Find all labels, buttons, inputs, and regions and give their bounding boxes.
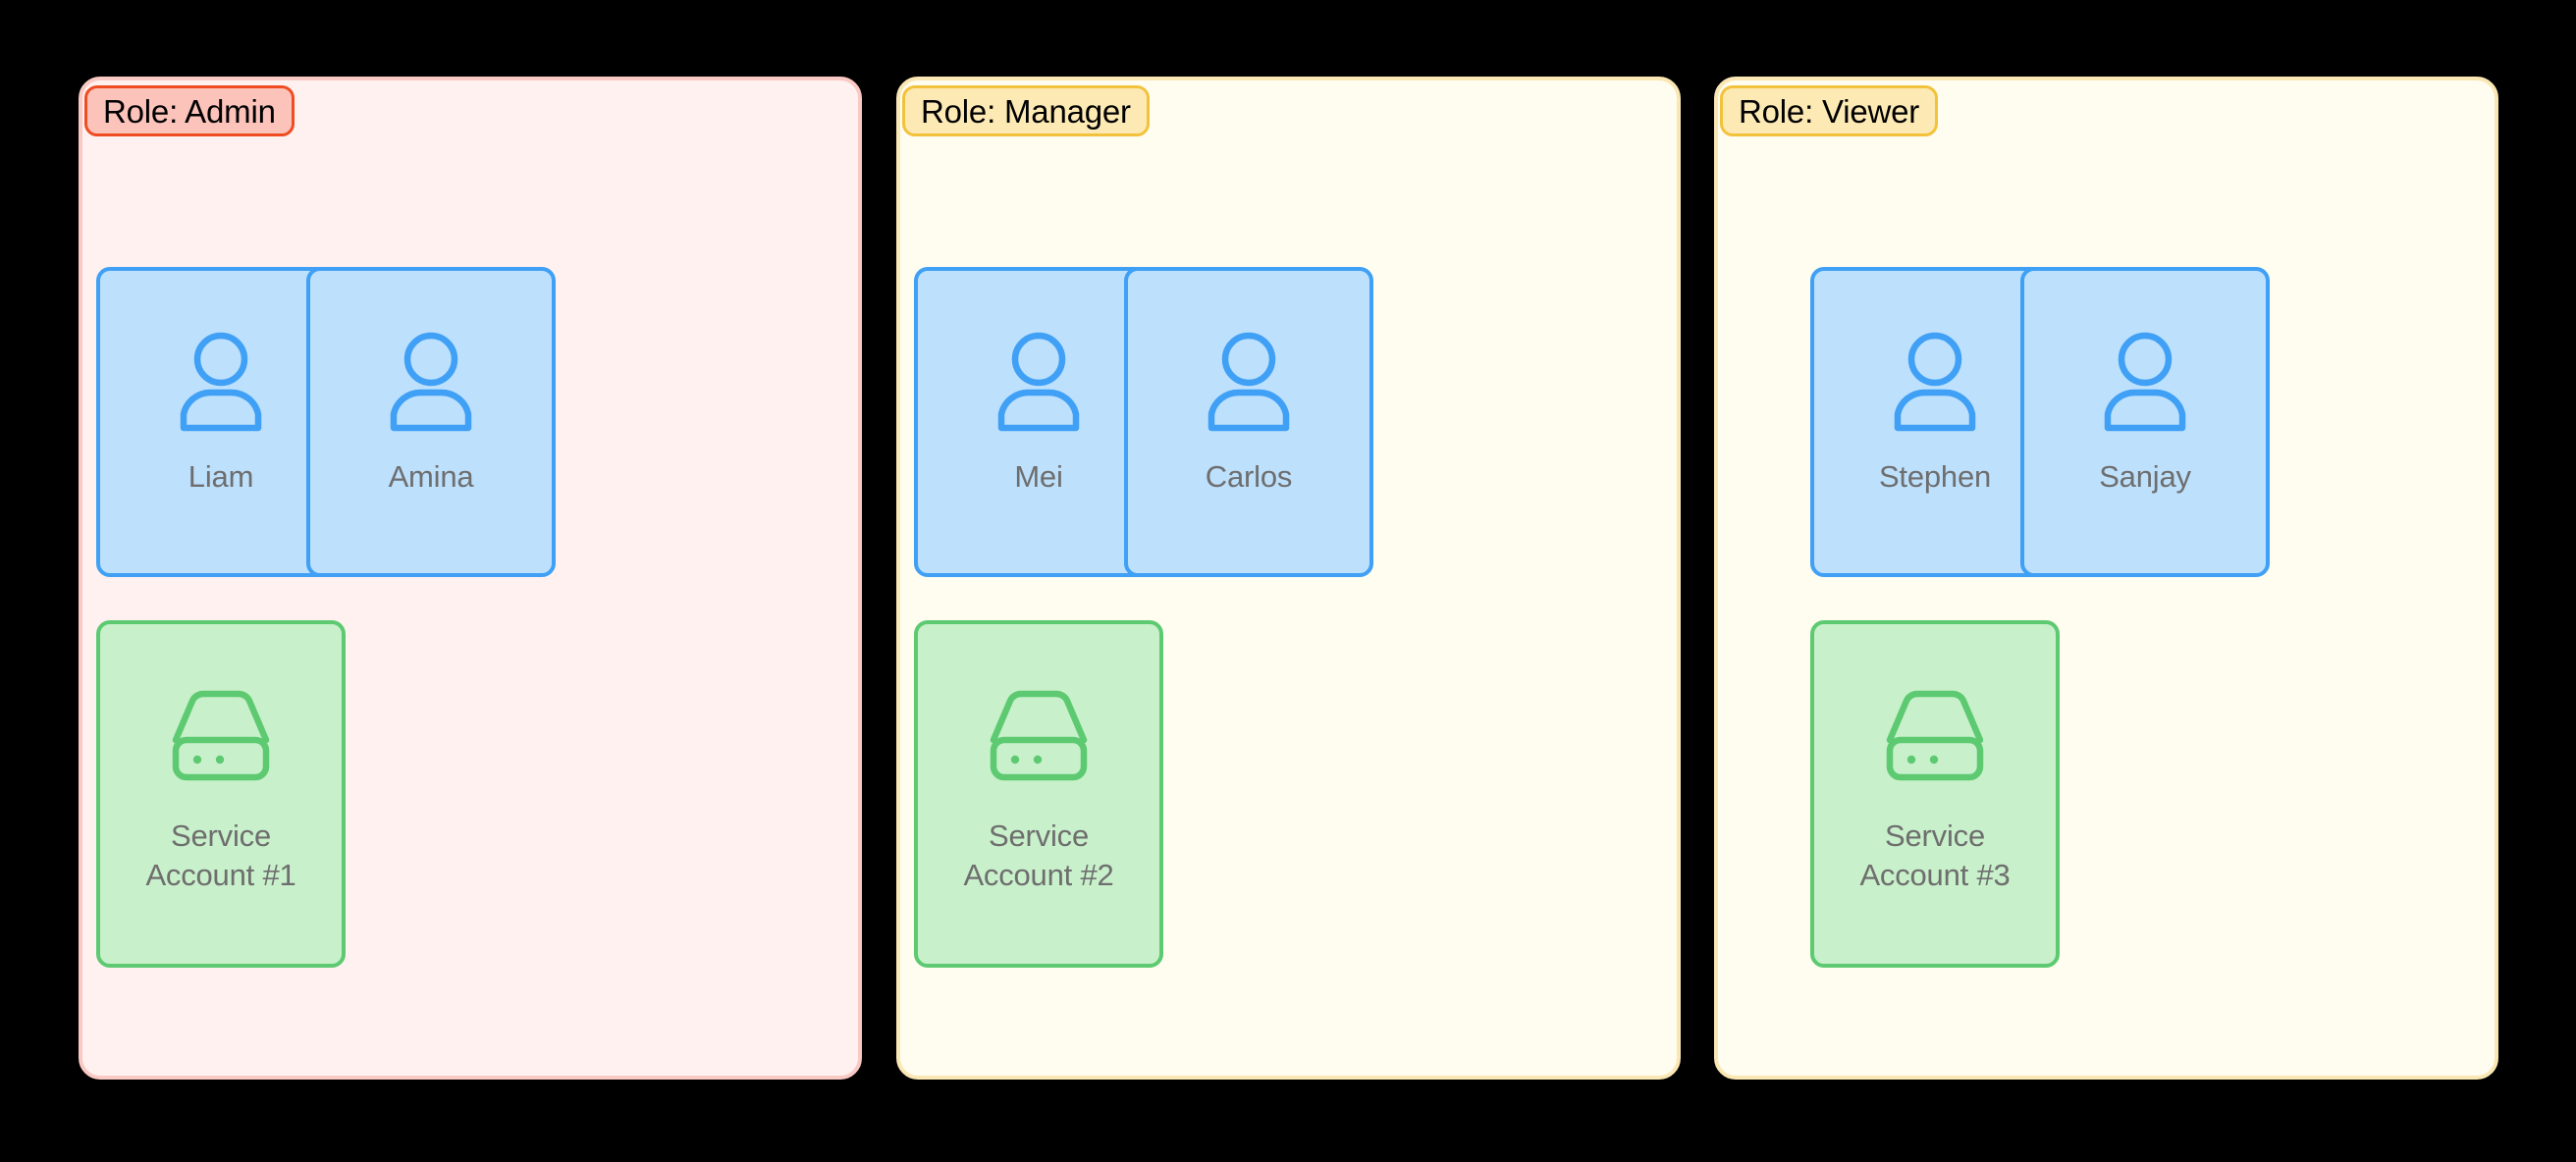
user-card-label: Liam bbox=[188, 459, 254, 494]
user-card[interactable]: Stephen bbox=[1810, 267, 2060, 577]
user-card[interactable]: Mei bbox=[914, 267, 1163, 577]
service-account-label: Service Account #2 bbox=[963, 819, 1114, 892]
user-card[interactable]: Amina bbox=[306, 267, 556, 577]
service-account-label: Service Account #3 bbox=[1859, 819, 2011, 892]
role-badge-admin[interactable]: Role: Admin bbox=[84, 85, 295, 136]
person-icon bbox=[372, 326, 490, 444]
service-account-card[interactable]: Service Account #3 bbox=[1810, 620, 2060, 968]
user-card[interactable]: Sanjay bbox=[2020, 267, 2270, 577]
person-icon bbox=[2086, 326, 2204, 444]
person-icon bbox=[1190, 326, 1308, 444]
role-panel-admin: Liam Amina Service Account #1 bbox=[79, 77, 862, 1080]
user-card-label: Amina bbox=[388, 459, 474, 494]
service-account-card[interactable]: Service Account #2 bbox=[914, 620, 1163, 968]
role-panel-viewer: Stephen Sanjay Service Account #3 bbox=[1714, 77, 2498, 1080]
user-card-label: Sanjay bbox=[2099, 459, 2191, 494]
server-icon bbox=[1876, 675, 1994, 793]
user-card-label: Stephen bbox=[1878, 459, 1992, 494]
user-card-label: Mei bbox=[1014, 459, 1063, 494]
user-card[interactable]: Liam bbox=[96, 267, 346, 577]
service-account-card[interactable]: Service Account #1 bbox=[96, 620, 346, 968]
role-panel-manager: Mei Carlos Service Account #2 bbox=[896, 77, 1681, 1080]
service-account-label: Service Account #1 bbox=[145, 819, 296, 892]
server-icon bbox=[980, 675, 1098, 793]
person-icon bbox=[980, 326, 1098, 444]
role-badge-manager[interactable]: Role: Manager bbox=[902, 85, 1150, 136]
person-icon bbox=[1876, 326, 1994, 444]
person-icon bbox=[162, 326, 280, 444]
user-card-label: Carlos bbox=[1205, 459, 1293, 494]
role-badge-viewer[interactable]: Role: Viewer bbox=[1720, 85, 1939, 136]
user-card[interactable]: Carlos bbox=[1124, 267, 1373, 577]
server-icon bbox=[162, 675, 280, 793]
